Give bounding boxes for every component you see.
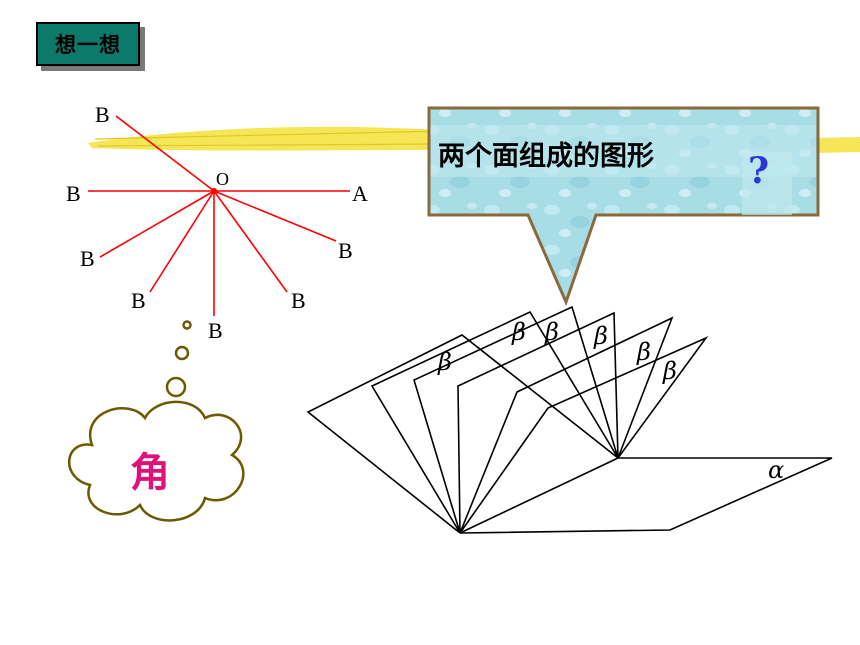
label-beta-2: β — [512, 318, 526, 346]
plane-beta-6 — [459, 336, 709, 534]
ray-OB-3 — [99, 190, 215, 258]
label-beta-5: β — [637, 338, 651, 366]
edge-line — [459, 457, 619, 534]
plane-beta-5 — [459, 316, 674, 534]
label-beta-3: β — [545, 318, 559, 346]
question-mark-box — [742, 152, 792, 215]
label-O: O — [216, 169, 229, 189]
title-badge: 想一想 — [36, 22, 140, 66]
plane-alpha — [459, 457, 833, 534]
plane-beta-3 — [413, 305, 619, 534]
vertex-O-dot — [211, 188, 217, 194]
label-B-5: B — [131, 288, 146, 313]
label-B-2: B — [66, 181, 81, 206]
label-B-4: B — [80, 246, 95, 271]
callout-text: 两个面组成的图形 — [438, 141, 654, 172]
ray-OB-7 — [213, 190, 337, 242]
label-B-6: B — [291, 288, 306, 313]
label-alpha: α — [768, 456, 785, 484]
plane-beta-1 — [306, 334, 619, 534]
plane-beta-2 — [370, 310, 619, 534]
label-B-1: B — [95, 102, 110, 127]
label-B-3: B — [338, 238, 353, 263]
thought-bubble — [68, 320, 245, 522]
ray-OB-1 — [115, 115, 215, 192]
question-mark: ? — [748, 150, 770, 192]
label-beta-6: β — [663, 357, 677, 385]
angle-word: 角 — [130, 450, 170, 496]
ray-figure — [88, 115, 350, 316]
label-A: A — [352, 181, 368, 206]
ray-OB-4 — [149, 190, 215, 293]
ray-OB-6 — [213, 190, 288, 293]
label-beta-4: β — [594, 322, 608, 350]
title-text: 想一想 — [55, 33, 121, 57]
plane-beta-4 — [457, 311, 619, 534]
dihedral-figure — [306, 305, 833, 534]
label-beta-1: β — [438, 348, 452, 376]
label-B-7: B — [208, 318, 223, 343]
